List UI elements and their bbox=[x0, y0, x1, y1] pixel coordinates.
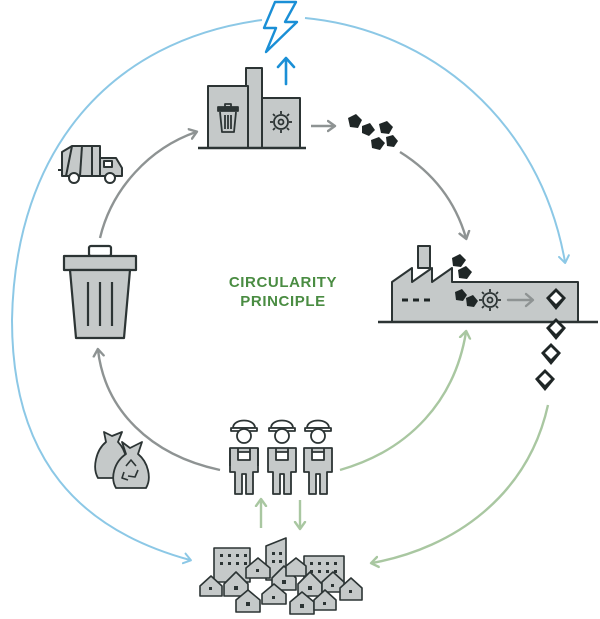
product-block bbox=[546, 288, 566, 310]
recycle-symbol-icon bbox=[121, 459, 139, 481]
manufacturing-flow-arrow bbox=[506, 292, 535, 308]
city-house bbox=[245, 557, 271, 579]
product-block bbox=[535, 369, 555, 391]
workers-to-bin-arrow bbox=[98, 350, 221, 472]
workers-to-manufacturing-arrow bbox=[339, 332, 466, 472]
city-house bbox=[285, 557, 307, 577]
coal-lumps-icon bbox=[348, 114, 398, 150]
city-buildings-icon bbox=[199, 537, 363, 615]
energy-up-arrow bbox=[276, 56, 296, 86]
title-line-1: CIRCULARITY bbox=[229, 274, 337, 291]
diamond-blocks-icon bbox=[535, 288, 566, 391]
factory-with-bin-and-gear-icon bbox=[198, 67, 306, 150]
city-house bbox=[199, 575, 223, 597]
energy-to-city-arrow bbox=[10, 19, 263, 565]
city-house bbox=[313, 589, 337, 611]
product-block bbox=[541, 343, 561, 365]
city-windows bbox=[220, 552, 337, 573]
manufacturing-gear-icon bbox=[479, 289, 501, 311]
energy-to-plant-arrow bbox=[304, 17, 570, 264]
city-house bbox=[235, 589, 261, 613]
garbage-truck-icon bbox=[58, 145, 123, 184]
worker-figure bbox=[229, 419, 259, 495]
worker-figure bbox=[303, 419, 333, 495]
city-house bbox=[261, 583, 287, 605]
outer-cycle-arrows bbox=[10, 17, 570, 565]
products-to-city-arrow bbox=[372, 404, 550, 563]
coal-input-icon bbox=[452, 254, 478, 307]
city-house-windows bbox=[209, 569, 352, 608]
lightning-bolt-icon bbox=[262, 0, 299, 54]
plant-bin-icon bbox=[217, 103, 239, 133]
gray-cycle-arrows bbox=[98, 126, 466, 472]
green-cycle-arrows bbox=[261, 332, 550, 563]
city-house bbox=[289, 591, 315, 615]
factory-with-gear-icon bbox=[378, 245, 598, 324]
workers-with-hardhats-icon bbox=[229, 419, 333, 495]
plant-gear-icon bbox=[270, 111, 292, 133]
worker-figure bbox=[267, 419, 297, 495]
title-line-2: PRINCIPLE bbox=[240, 293, 325, 310]
city-house bbox=[339, 577, 363, 601]
bin-to-wte-arrow bbox=[98, 132, 196, 239]
raw-to-manufacturing-arrow bbox=[399, 150, 466, 238]
trash-bin-icon bbox=[62, 244, 138, 340]
recycling-bags-icon bbox=[94, 431, 150, 489]
diagram-title: CIRCULARITY PRINCIPLE bbox=[229, 274, 337, 310]
product-block bbox=[546, 318, 566, 340]
